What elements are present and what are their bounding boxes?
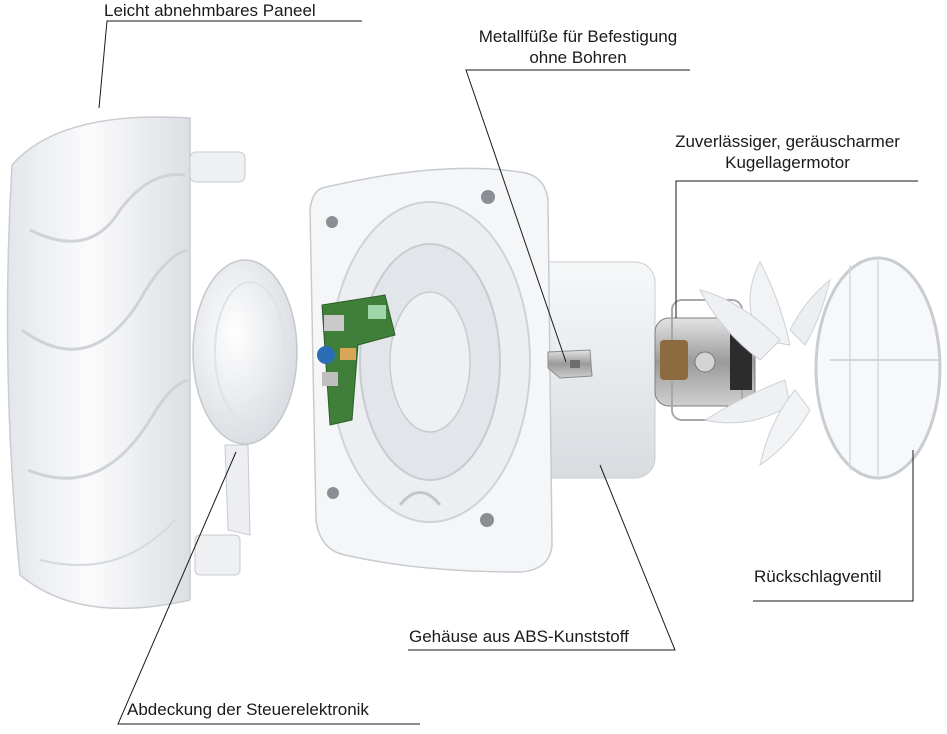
motor <box>654 299 756 421</box>
metal-foot <box>547 349 593 379</box>
label-check-valve: Rückschlagventil <box>754 567 882 586</box>
label-motor: Zuverlässiger, geräuscharmer Kugellagerm… <box>675 132 900 172</box>
leader-housing <box>408 464 676 651</box>
label-panel: Leicht abnehmbares Paneel <box>104 1 316 20</box>
housing <box>309 167 656 573</box>
leader-cover <box>117 451 420 725</box>
impeller <box>699 260 831 467</box>
leader-motor <box>675 180 918 318</box>
electronics-cover <box>192 259 298 536</box>
front-panel <box>6 116 246 610</box>
control-pcb <box>317 294 396 426</box>
leader-lines <box>98 20 918 725</box>
label-housing: Gehäuse aus ABS-Kunststoff <box>409 627 629 646</box>
leader-feet <box>465 69 690 363</box>
leader-panel <box>98 20 362 109</box>
label-metal-feet: Metallfüße für Befestigung ohne Bohren <box>478 27 678 67</box>
check-valve <box>814 256 942 480</box>
leader-valve <box>753 450 914 602</box>
label-electronics-cover: Abdeckung der Steuerelektronik <box>127 700 369 719</box>
